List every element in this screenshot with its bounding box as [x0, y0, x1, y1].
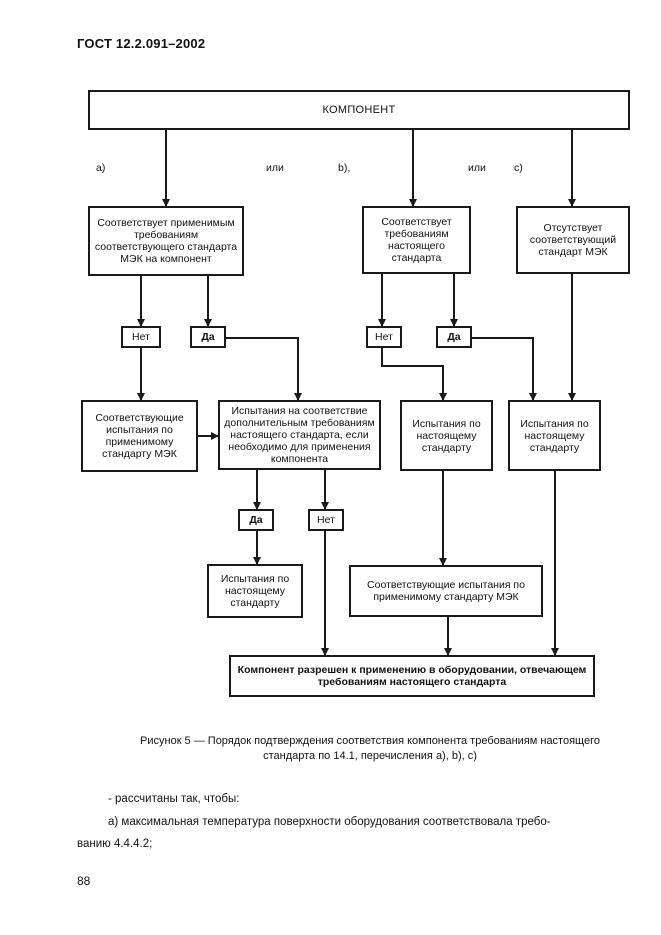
body-text-line-3: ванию 4.4.4.2;: [77, 838, 153, 850]
box-tests-this-standard-c: Испытания по настоящему стандарту: [508, 400, 601, 471]
box-tests-this-standard-b: Испытания по настоящему стандарту: [400, 400, 493, 471]
arrow-yesb-to-testc: [472, 337, 537, 401]
box-additional-requirements-tests: Испытания на соответствие дополнительным…: [218, 400, 381, 470]
arrow-yes-to-additional: [226, 337, 302, 401]
caption-line-1: Рисунок 5 — Порядок подтверждения соотве…: [140, 735, 600, 747]
component-box: КОМПОНЕНТ: [88, 90, 630, 130]
yes-label-a: Да: [190, 326, 226, 348]
box-complies-iec: Соответствует применимым требованиям соо…: [88, 206, 244, 276]
branch-label-b: b),: [338, 162, 351, 174]
box-complies-this-standard: Соответствует требованиям настоящего ста…: [362, 206, 471, 274]
body-text-line-2: а) максимальная температура поверхности …: [108, 816, 551, 828]
box-corresponding-iec-tests: Соответствующие испытания по применимому…: [81, 400, 198, 472]
branch-label-c: c): [514, 162, 523, 174]
branch-label-or-1: или: [266, 162, 284, 174]
document-code: ГОСТ 12.2.091–2002: [77, 36, 206, 51]
page-number: 88: [77, 874, 91, 888]
box-component-approved: Компонент разрешен к применению в оборуд…: [229, 655, 595, 697]
box-tests-this-standard-additional: Испытания по настоящему стандарту: [207, 564, 303, 618]
branch-label-a: a): [96, 162, 106, 174]
figure-caption: Рисунок 5 — Порядок подтверждения соотве…: [100, 734, 640, 764]
no-label-b: Нет: [366, 326, 402, 348]
box-no-iec-standard: Отсутствует соответствующий стандарт МЭК: [516, 206, 630, 274]
no-label-a: Нет: [121, 326, 161, 348]
arrow-nob-to-test: [381, 348, 447, 401]
caption-line-2: стандарта по 14.1, перечисления a), b), …: [263, 750, 477, 762]
box-corresponding-iec-tests-2: Соответствующие испытания по применимому…: [349, 565, 543, 617]
yes-label-additional: Да: [238, 509, 274, 531]
branch-label-or-2: или: [468, 162, 486, 174]
body-text-line-1: - рассчитаны так, чтобы:: [108, 793, 240, 805]
yes-label-b: Да: [436, 326, 472, 348]
no-label-additional: Нет: [308, 509, 344, 531]
